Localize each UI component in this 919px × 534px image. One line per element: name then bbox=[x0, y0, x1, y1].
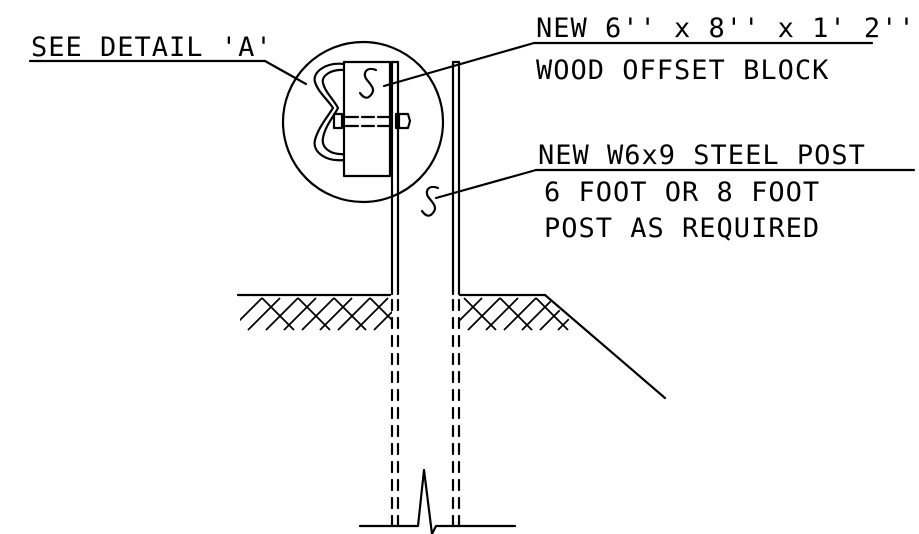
steel-post-label: NEW W6x9 STEEL POST bbox=[538, 140, 866, 171]
ground-hatching-right bbox=[458, 297, 581, 331]
w-beam-rail bbox=[313, 62, 346, 162]
ground-line bbox=[236, 293, 667, 400]
offset-block-size-label: NEW 6'' x 8'' x 1' 2'' bbox=[536, 13, 916, 44]
ground-hatching-left bbox=[240, 297, 392, 331]
steel-post bbox=[390, 60, 461, 296]
detail-a-circle bbox=[281, 40, 445, 204]
offset-block-material-label: WOOD OFFSET BLOCK bbox=[536, 55, 829, 86]
block-section-symbol bbox=[358, 67, 378, 99]
post-requirement-label: POST AS REQUIRED bbox=[544, 213, 820, 244]
post-length-label: 6 FOOT OR 8 FOOT bbox=[544, 177, 820, 208]
see-detail-label: SEE DETAIL 'A' bbox=[31, 32, 273, 63]
embedded-post-hidden-lines bbox=[390, 298, 461, 534]
wood-offset-block bbox=[342, 60, 392, 178]
leader-lines bbox=[28, 41, 916, 200]
break-line bbox=[358, 468, 517, 534]
post-section-symbol bbox=[420, 185, 440, 217]
w-beam-rail-inner bbox=[321, 68, 346, 156]
